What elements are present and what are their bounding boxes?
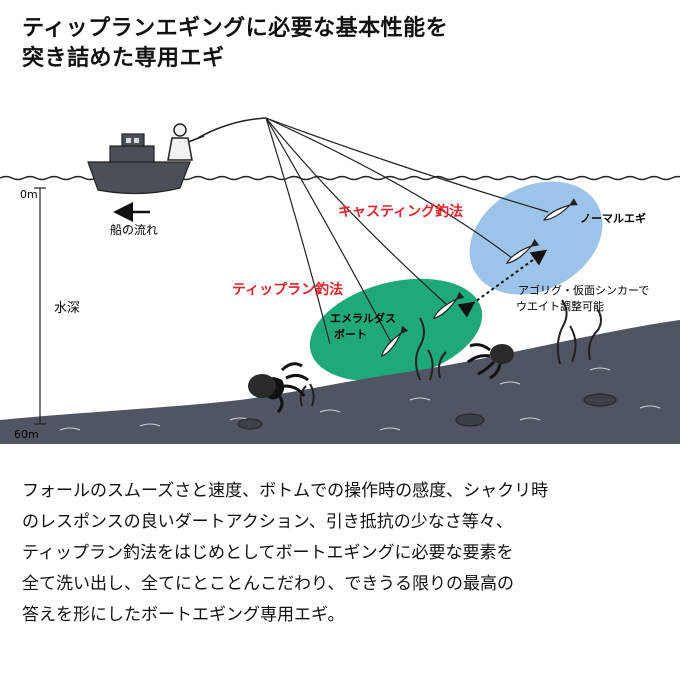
depth-scale xyxy=(34,187,46,425)
headline-line-1: ティップランエギングに必要な基本性能を xyxy=(22,16,449,41)
emeraldas-label-line-1: エメラルダス xyxy=(330,311,396,325)
octopus-left xyxy=(248,362,309,414)
egi-normal-upper xyxy=(542,198,578,221)
tipran-ellipse xyxy=(309,278,483,382)
seaweed xyxy=(299,299,602,407)
headline-line-2: 突き詰めた専用エギ xyxy=(22,46,225,71)
angler xyxy=(167,123,205,161)
description-line-2: のレスポンスの良いダートアクション、引き抵抗の少なさ等々、 xyxy=(22,512,513,532)
depth-bottom-label: 60m xyxy=(14,428,39,441)
normal-egi-label: ノーマルエギ xyxy=(580,211,646,225)
headline: ティップランエギングに必要な基本性能を 突き詰めた専用エギ xyxy=(22,14,448,74)
seabed-texture xyxy=(59,367,661,431)
boat xyxy=(87,133,191,195)
description-line-3: ティップラン釣法をはじめとしてボートエギングに必要な要素を xyxy=(22,543,514,563)
description: フォールのスムーズさと速度、ボトムでの操作時の感度、シャクリ時 のレスポンスの良… xyxy=(22,476,662,631)
egi-emeraldas-lower xyxy=(380,325,409,358)
tipran-method-label: ティップラン釣法 xyxy=(232,281,343,298)
boat-flow-label: 船の流れ xyxy=(110,223,158,237)
description-line-1: フォールのスムーズさと速度、ボトムでの操作時の感度、シャクリ時 xyxy=(22,481,549,501)
emeraldas-label-line-2: ボート xyxy=(334,327,367,341)
description-line-5: 答えを形にしたボートエギング専用エギ。 xyxy=(22,605,345,625)
seabed xyxy=(0,320,680,444)
fishing-rod xyxy=(197,117,267,139)
rocks xyxy=(237,393,617,430)
casting-method-label: キャスティング釣法 xyxy=(338,203,463,220)
octopus-right xyxy=(467,343,514,380)
fishing-lines xyxy=(265,117,549,345)
depth-top-label: 0m xyxy=(20,188,38,201)
depth-label: 水深 xyxy=(54,301,80,316)
weight-adjust-arrow xyxy=(457,249,548,318)
sinker-label-line-2: ウエイト調整可能 xyxy=(516,299,604,313)
egi-fishing-diagram: 0m 60m 水深 船の流れ キャスティング釣法 ノーマルエギ ティップラン釣法… xyxy=(0,117,680,444)
sinker-label-line-1: アゴリグ・仮面シンカーで xyxy=(518,283,649,297)
description-line-4: 全て洗い出し、全てにとことんこだわり、できうる限りの最高の xyxy=(22,574,514,594)
